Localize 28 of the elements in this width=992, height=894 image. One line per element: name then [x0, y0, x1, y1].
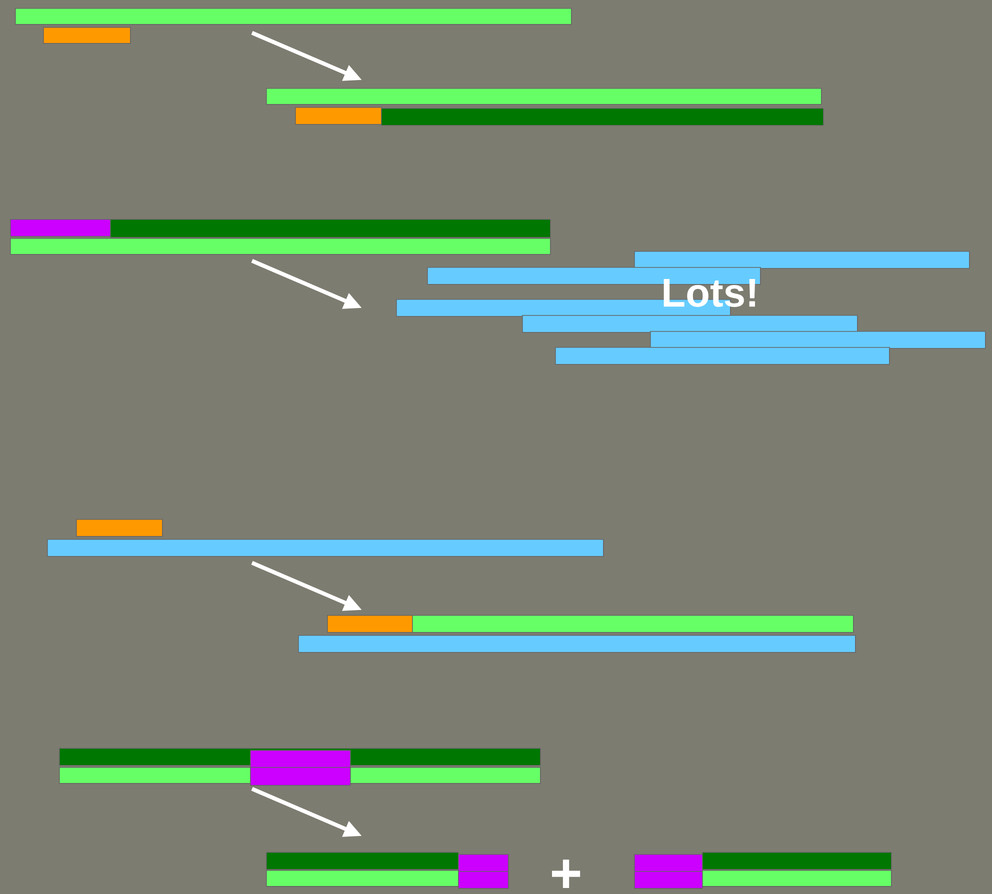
primer	[634, 854, 703, 872]
dna-strand	[702, 852, 892, 870]
label-text: +	[552, 860, 580, 888]
dna-strand	[522, 315, 858, 333]
dna-strand	[266, 88, 822, 105]
dna-strand	[110, 219, 551, 238]
primer	[43, 27, 131, 44]
dna-strand	[412, 615, 854, 633]
dna-strand	[266, 852, 459, 870]
primer	[458, 871, 509, 889]
primer	[634, 871, 703, 889]
dna-strand	[381, 108, 824, 126]
primer	[250, 750, 351, 768]
dna-strand	[15, 8, 572, 25]
primer	[76, 519, 163, 537]
primer	[250, 767, 351, 786]
primer	[295, 107, 382, 125]
dna-strand	[702, 870, 892, 887]
dna-strand	[555, 347, 890, 365]
dna-strand	[650, 331, 986, 349]
dna-strand	[634, 251, 970, 269]
primer	[458, 854, 509, 872]
primer	[10, 219, 111, 237]
dna-strand	[10, 238, 551, 255]
dna-strand	[298, 635, 856, 653]
primer	[327, 615, 413, 633]
dna-strand	[266, 870, 459, 887]
dna-strand	[47, 539, 604, 557]
